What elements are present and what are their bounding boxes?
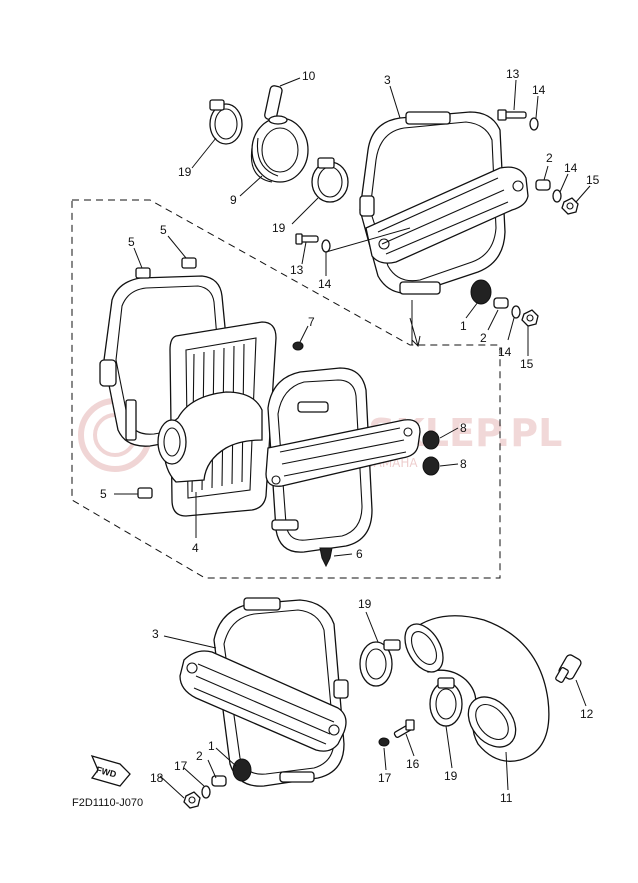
callout-6: 6 <box>356 547 363 561</box>
callout-2-mid: 2 <box>480 331 487 345</box>
callout-1-top: 1 <box>460 319 467 333</box>
cover-panel <box>265 367 421 553</box>
breather-fitting-12 <box>555 654 582 683</box>
airbox-top <box>359 111 529 295</box>
callout-5-c: 5 <box>100 487 107 501</box>
washer-14-left <box>321 239 331 253</box>
drain-plug-6 <box>319 547 333 568</box>
airbox-bottom <box>179 597 349 787</box>
callout-labels: 10 3 13 14 19 9 2 14 15 19 5 5 13 14 7 1… <box>100 67 600 805</box>
callout-14-top: 14 <box>532 83 546 97</box>
clip-5-b <box>181 257 197 269</box>
diagram-code: F2D1110-J070 <box>72 797 143 809</box>
grommet-8-a <box>422 430 440 450</box>
callout-12: 12 <box>580 707 594 721</box>
callout-2-bottom: 2 <box>196 749 203 763</box>
bolt-16 <box>393 719 415 739</box>
collar-2-bottom <box>211 775 227 787</box>
collar-2-mid <box>493 297 509 309</box>
callout-13-top: 13 <box>506 67 520 81</box>
washer-14-low <box>511 305 521 319</box>
intake-joint <box>250 85 309 183</box>
washer-17-left <box>201 785 211 799</box>
callout-10: 10 <box>302 69 316 83</box>
nut-18 <box>183 791 201 809</box>
callout-4: 4 <box>192 541 199 555</box>
callout-5-b: 5 <box>160 223 167 237</box>
callout-17-right: 17 <box>378 771 392 785</box>
callout-19-bottom-a: 19 <box>358 597 372 611</box>
callout-7: 7 <box>308 315 315 329</box>
callout-8-b: 8 <box>460 457 467 471</box>
clip-5-c <box>137 487 153 499</box>
callout-19-top-right: 19 <box>272 221 286 235</box>
clip-5-a <box>135 267 151 279</box>
grommet-1-top <box>470 279 492 305</box>
washer-17-right <box>378 737 390 747</box>
callout-14-mid: 14 <box>564 161 578 175</box>
callout-19-top-left: 19 <box>178 165 192 179</box>
callout-16: 16 <box>406 757 420 771</box>
callout-3-bottom: 3 <box>152 627 159 641</box>
callout-9: 9 <box>230 193 237 207</box>
grommet-1-bottom <box>232 758 252 782</box>
callout-19-bottom-b: 19 <box>444 769 458 783</box>
collar-2-top <box>535 179 551 191</box>
washer-14-mid <box>552 189 562 203</box>
hose-clamp-top-left <box>209 99 243 145</box>
callout-15-low: 15 <box>520 357 534 371</box>
nut-15-low <box>521 309 539 327</box>
callout-18: 18 <box>150 771 164 785</box>
callout-3-top: 3 <box>384 73 391 87</box>
callout-14-left: 14 <box>318 277 332 291</box>
hose-clamp-bottom-a <box>359 639 401 687</box>
callout-2-top: 2 <box>546 151 553 165</box>
washer-14-top <box>529 117 539 131</box>
leader-lines <box>114 77 591 799</box>
forward-arrow-icon: FWD <box>90 754 131 787</box>
callout-17-left: 17 <box>174 759 188 773</box>
subassembly-dashed-outline <box>71 199 501 579</box>
grommet-8-b <box>422 456 440 476</box>
screw-7 <box>292 341 304 351</box>
hose-clamp-top-right <box>311 157 349 203</box>
intake-hose-11 <box>404 615 550 762</box>
nut-15-top <box>561 197 579 215</box>
intake-duct <box>157 391 263 483</box>
bolt-13-left <box>295 233 319 245</box>
callout-14-low: 14 <box>498 345 512 359</box>
callout-11: 11 <box>500 791 513 805</box>
callout-5-a: 5 <box>128 235 135 249</box>
callout-15-top: 15 <box>586 173 600 187</box>
callout-1-bottom: 1 <box>208 739 215 753</box>
hose-clamp-bottom-b <box>429 677 463 727</box>
bolt-13-top <box>497 109 527 121</box>
callout-8-a: 8 <box>460 421 467 435</box>
callout-13-left: 13 <box>290 263 304 277</box>
